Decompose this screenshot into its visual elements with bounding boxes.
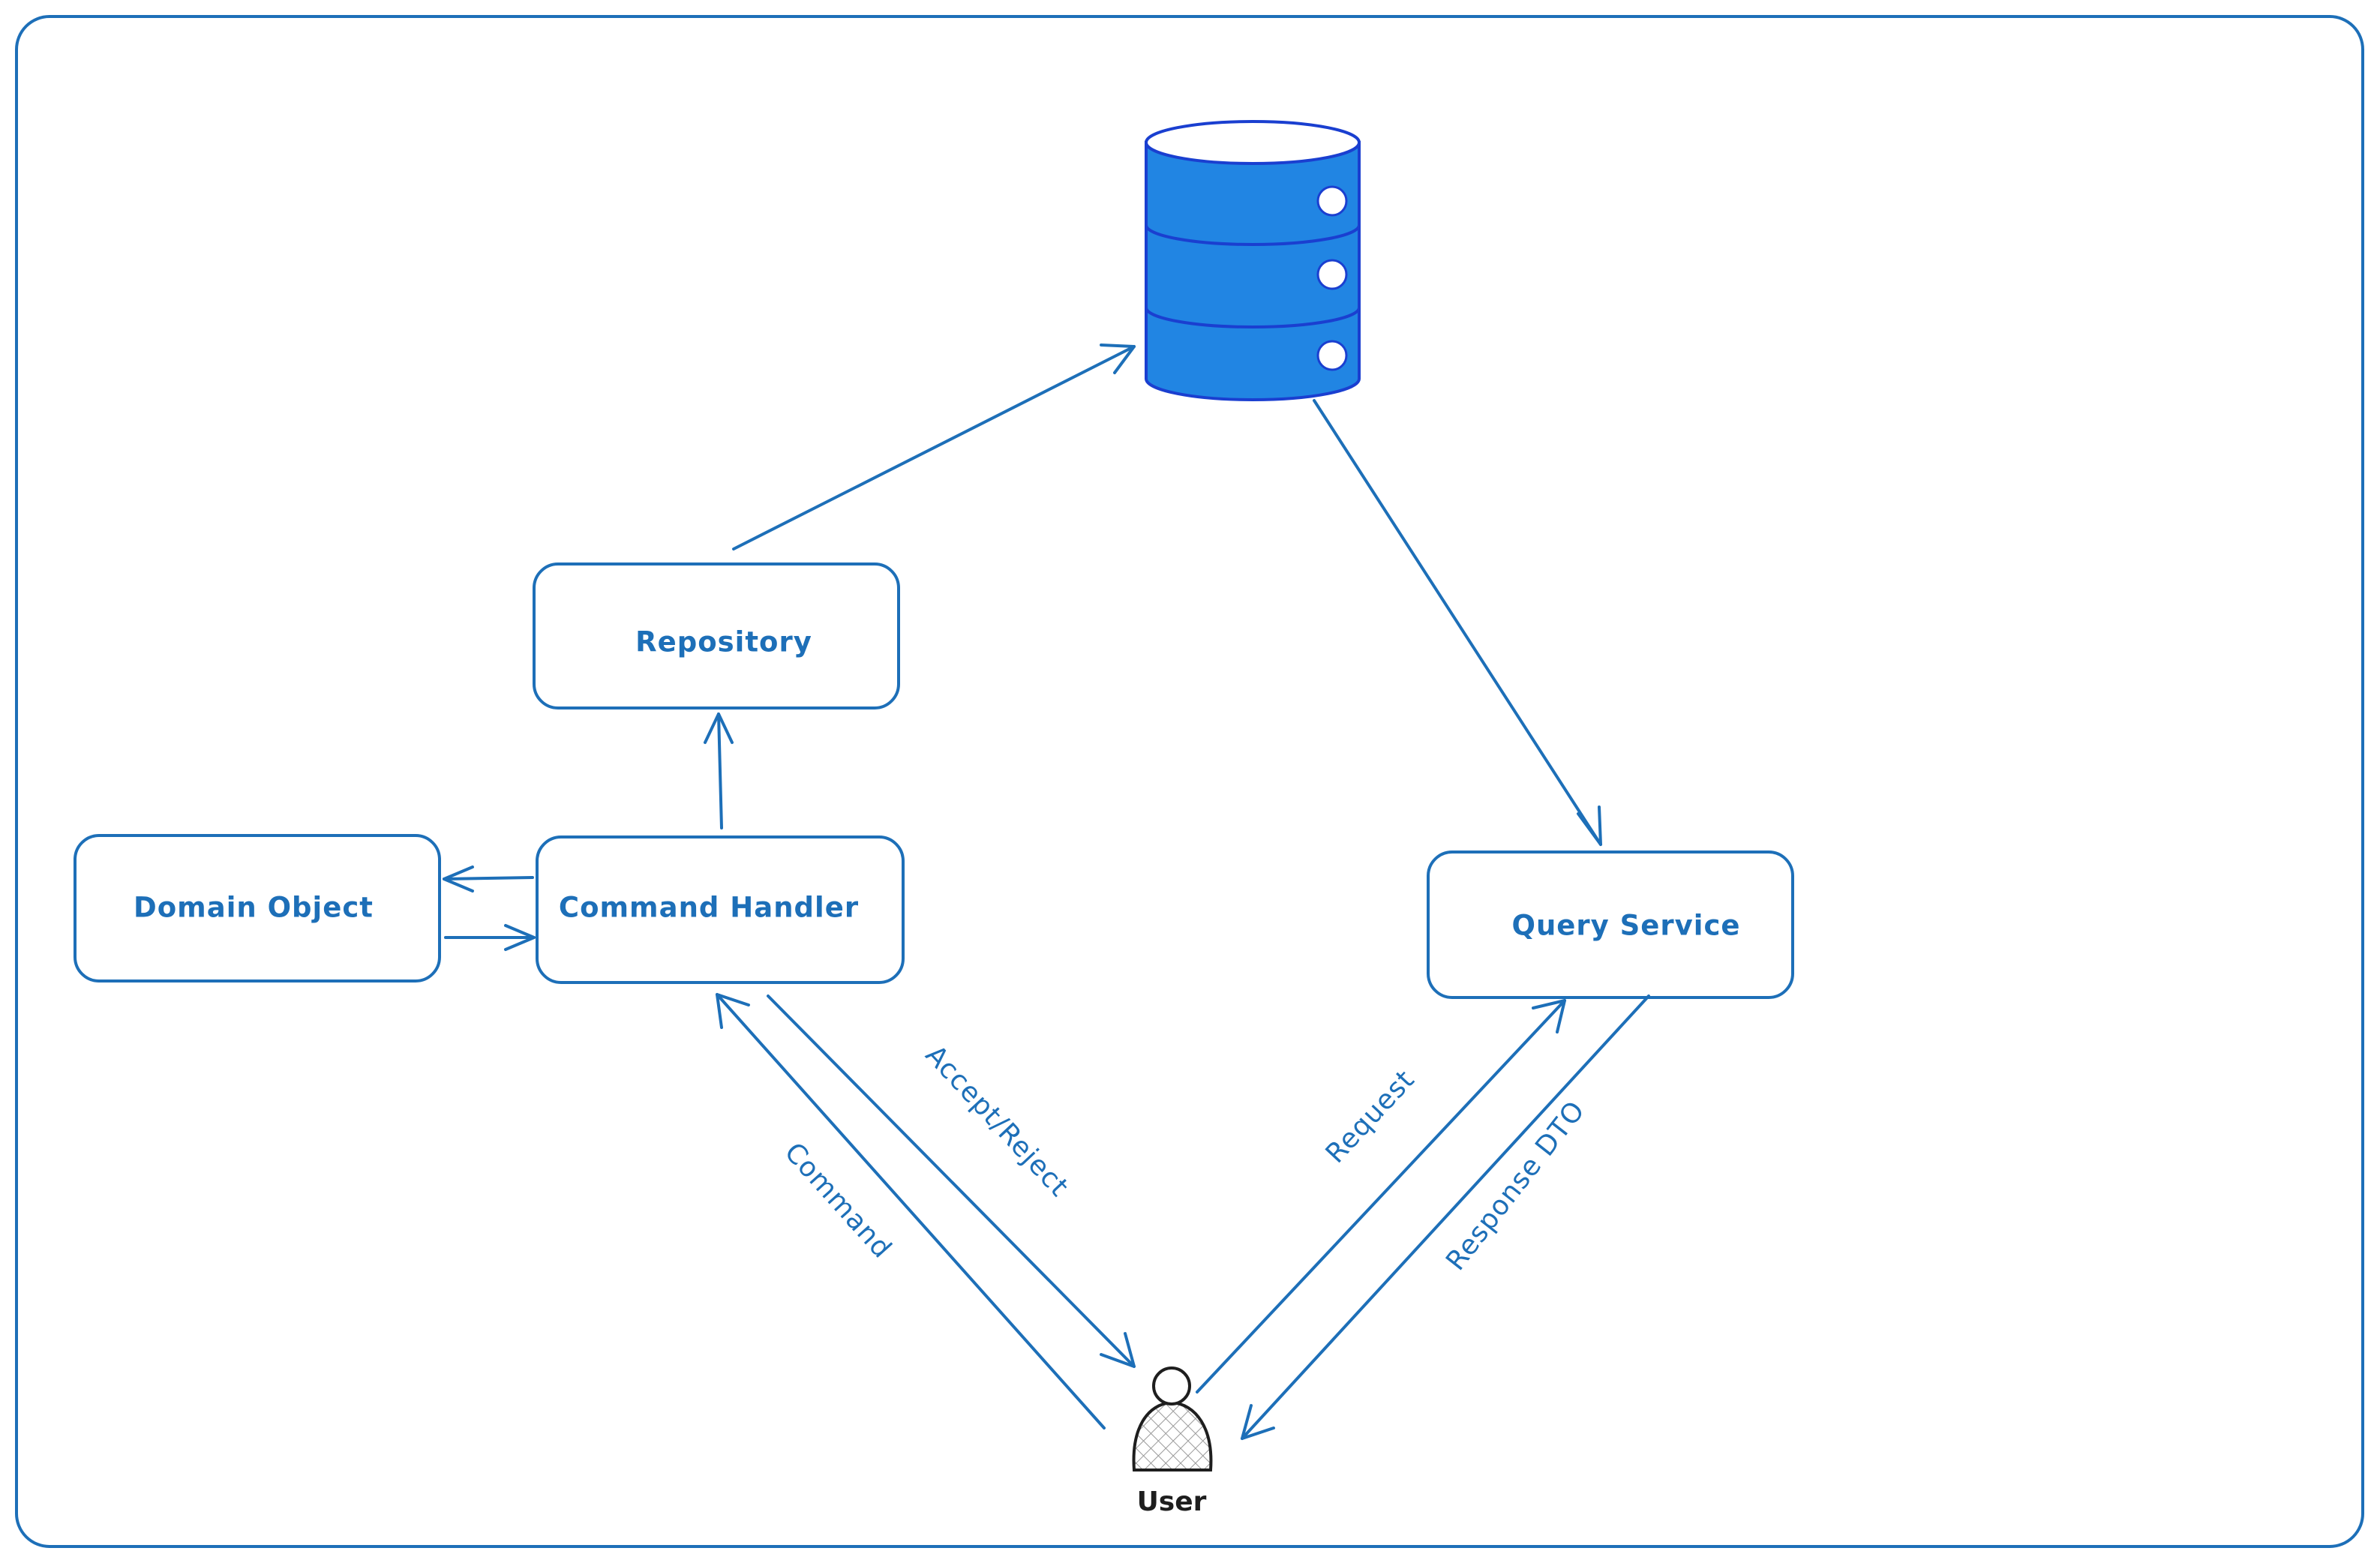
database-to-query-service-arrow xyxy=(1313,399,1602,846)
repository-node[interactable]: Repository xyxy=(533,562,900,710)
domain-object-label: Domain Object xyxy=(134,892,374,924)
command-arrow xyxy=(716,993,1106,1430)
handler-to-domain-arrow xyxy=(443,866,534,892)
response-dto-arrow xyxy=(1241,994,1650,1440)
accept-reject-arrow xyxy=(767,994,1136,1368)
outer-frame xyxy=(15,15,2364,1548)
user-label: User xyxy=(1137,1486,1207,1517)
accept-reject-label: Accept/Reject xyxy=(920,1040,1075,1203)
user-icon[interactable] xyxy=(1132,1366,1213,1472)
command-handler-node[interactable]: Command Handler xyxy=(536,836,905,984)
query-service-label: Query Service xyxy=(1512,910,1741,942)
database-icon[interactable] xyxy=(1145,120,1361,401)
request-label: Request xyxy=(1320,1064,1421,1169)
command-label: Command xyxy=(779,1137,898,1264)
handler-to-repository-arrow xyxy=(704,712,734,830)
request-arrow xyxy=(1196,999,1566,1394)
repository-to-database-arrow xyxy=(732,344,1136,550)
query-service-node[interactable]: Query Service xyxy=(1427,850,1794,999)
domain-object-node[interactable]: Domain Object xyxy=(74,834,441,982)
domain-to-handler-arrow xyxy=(444,924,536,951)
response-dto-label: Response DTO xyxy=(1440,1095,1591,1276)
repository-label: Repository xyxy=(635,626,812,658)
command-handler-label: Command Handler xyxy=(559,892,859,924)
